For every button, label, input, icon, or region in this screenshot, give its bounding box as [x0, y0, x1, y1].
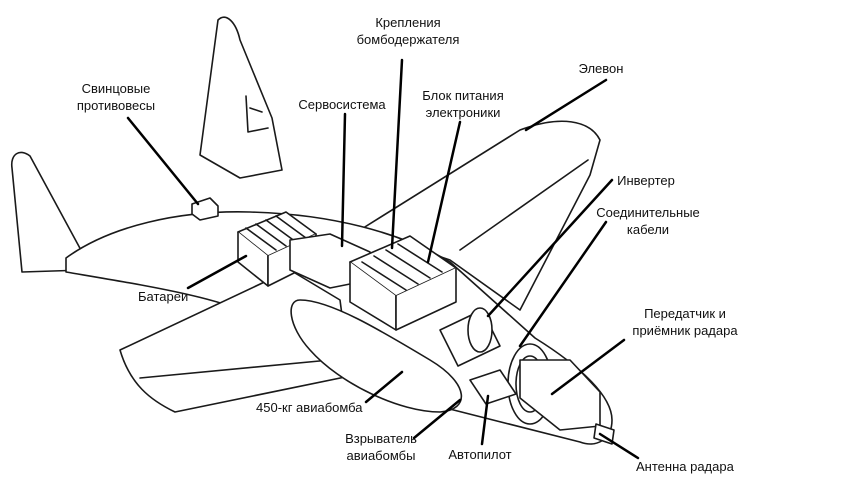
bomb-casing	[290, 299, 463, 413]
label-bomb-450kg: 450-кг авиабомба	[256, 400, 363, 415]
label-elevon: Элевон	[578, 61, 624, 76]
label-radar-transmitter-receiver: Передатчик и приёмник радара	[632, 306, 738, 338]
leader-kabeli	[518, 220, 608, 348]
left-elevon-line	[139, 359, 331, 379]
vertical-fin-rudder-cut	[245, 95, 269, 133]
leader-aviabomba	[364, 370, 404, 404]
elevon-hinge-line	[459, 159, 589, 251]
label-inverter: Инвертер	[617, 173, 675, 188]
leader-antenna	[598, 432, 640, 460]
label-radar-antenna: Антенна радара	[636, 459, 734, 474]
label-power-block: Блок питания электроники	[422, 88, 504, 120]
leader-elevon	[524, 78, 608, 132]
label-batteries: Батареи	[138, 289, 189, 304]
leader-batarei	[186, 254, 248, 290]
label-connecting-cables: Соединительные кабели	[596, 205, 700, 237]
vertical-fin	[199, 16, 283, 179]
label-lead-weights: Свинцовые противовесы	[76, 81, 156, 113]
leader-avtopilot	[480, 394, 490, 446]
leader-invertor	[486, 178, 614, 318]
autopilot-unit	[469, 369, 517, 405]
leader-peredatchik	[550, 338, 626, 396]
leader-kreplenia	[390, 58, 404, 250]
label-autopilot: Автопилот	[448, 447, 512, 462]
inverter-unit	[439, 307, 501, 367]
leader-vzryvatel	[412, 398, 462, 440]
leader-servo	[340, 112, 347, 248]
label-bomb-rack-mounts: Крепления бомбодержателя	[356, 15, 460, 47]
leader-svintsovye	[126, 116, 200, 206]
label-bomb-fuze: Взрыватель авиабомбы	[345, 431, 417, 463]
label-servo-system: Сервосистема	[298, 97, 386, 112]
leader-blok	[426, 120, 462, 264]
